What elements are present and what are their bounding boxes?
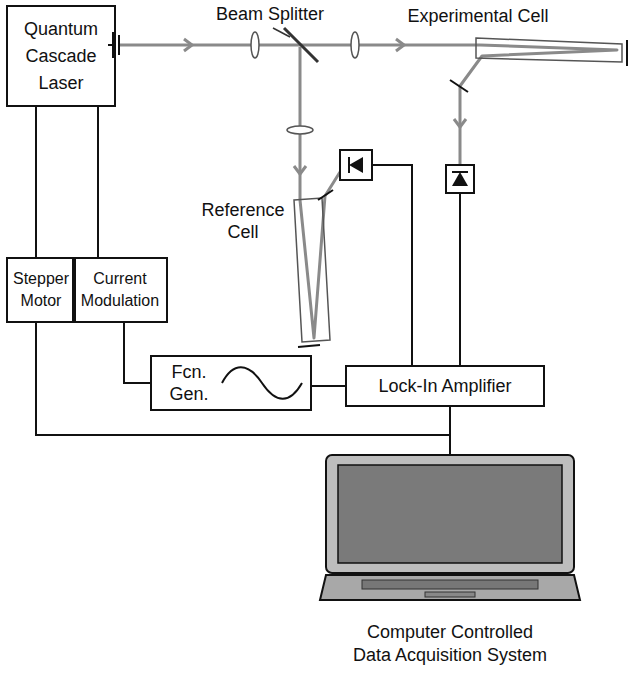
mirror	[318, 190, 333, 200]
lens	[287, 126, 313, 134]
mirror	[450, 80, 468, 92]
control-wire	[312, 385, 345, 387]
part-label: Experimental Cell	[398, 6, 558, 28]
control-wire	[449, 407, 451, 455]
laser-output	[108, 32, 119, 58]
node-text: Quantum Cascade Laser	[8, 16, 114, 97]
beam-path	[460, 45, 617, 165]
diode-symbol	[452, 171, 468, 173]
node-text: Fcn. Gen.	[164, 361, 214, 406]
laptop-screen	[338, 465, 562, 563]
beam-arrow	[454, 119, 466, 127]
node-text: Computer Controlled Data Acquisition Sys…	[349, 621, 551, 666]
mirror	[298, 345, 320, 347]
diode-symbol	[349, 157, 363, 173]
detectors	[340, 150, 474, 193]
experimental-cell	[476, 38, 622, 62]
control-wire	[35, 107, 37, 257]
process-box: Lock-In Amplifier	[345, 365, 545, 407]
reference-cell	[294, 198, 330, 342]
part-label: Beam Splitter	[205, 4, 335, 26]
laptop-illustration	[320, 455, 580, 600]
laptop-touchpad	[425, 592, 475, 597]
signal-wire	[372, 165, 412, 365]
lens	[251, 32, 259, 58]
node-text: Stepper Motor	[8, 268, 74, 313]
laptop-base	[320, 575, 580, 600]
beam-path	[300, 47, 340, 338]
mirror	[626, 40, 628, 66]
beam-arrow	[294, 166, 306, 174]
signal-wires	[372, 165, 460, 365]
function-generator-box: Fcn. Gen.	[150, 355, 312, 411]
laser-beam	[120, 39, 617, 338]
computer-node: Computer Controlled Data Acquisition Sys…	[320, 455, 580, 670]
control-wire	[124, 323, 150, 383]
signal-wire	[459, 193, 461, 365]
beam-arrow	[396, 39, 404, 51]
diode-symbol	[452, 172, 468, 186]
node-text: Lock-In Amplifier	[378, 375, 511, 398]
part-label: Reference Cell	[193, 200, 293, 243]
diode-symbol	[348, 157, 350, 173]
optics	[251, 28, 627, 347]
node-text: Current Modulation	[74, 268, 166, 313]
photodiode-detector	[446, 165, 474, 193]
photodiode-detector	[340, 150, 372, 180]
output-window	[112, 32, 114, 58]
sine-wave	[222, 367, 302, 399]
output-window	[118, 35, 120, 55]
beam-arrow	[184, 39, 192, 51]
laser-box: Quantum Cascade Laser	[6, 5, 116, 107]
process-box: Current Modulation	[72, 257, 168, 323]
process-box: Stepper Motor	[6, 257, 76, 323]
beam-splitter	[284, 28, 318, 62]
laptop-screen-frame	[326, 455, 574, 573]
leader-line	[273, 28, 290, 37]
lens	[351, 32, 359, 58]
laptop-keyboard	[362, 580, 538, 589]
control-wire	[97, 107, 99, 257]
